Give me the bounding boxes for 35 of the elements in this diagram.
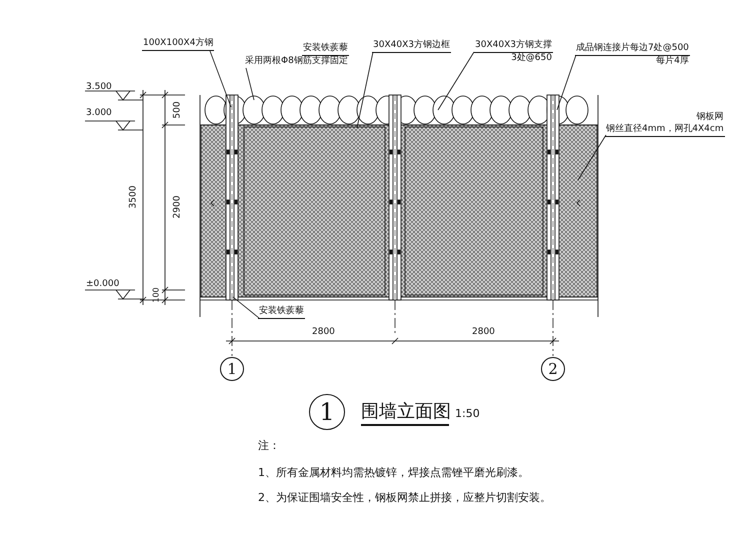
axis-bubble: 2 (541, 357, 565, 381)
callout-text: 30X40X3方钢边框 (372, 40, 451, 53)
level-value: ±0.000 (86, 279, 120, 290)
callout-text: 采用两根Φ8钢筋支撑固定 (244, 56, 349, 68)
level-value: 3.500 (86, 82, 112, 93)
leader-line (210, 50, 232, 108)
notes-heading: 注： (258, 439, 280, 453)
leader-line (232, 296, 260, 318)
callout-text: 安装铁蒺藜 (258, 306, 305, 319)
view-number-circle: 1 (309, 394, 345, 430)
callout-text: 钢板网 (696, 112, 725, 124)
callout-text: 100X100X4方钢 (142, 38, 214, 51)
drawing-title: 围墙立面图 (361, 401, 451, 423)
leader-line (556, 54, 576, 110)
dimension-text: 2800 (472, 327, 495, 338)
leader-line (246, 68, 254, 100)
level-value: 3.000 (86, 108, 112, 119)
callout-text: 成品钢连接片每边7处@500 (575, 43, 690, 56)
callout-text: 安装铁蒺藜 (302, 43, 349, 56)
dimension-text: 2900 (172, 196, 184, 218)
scale-text: 1:50 (455, 407, 480, 421)
leader-line (578, 134, 606, 180)
leader-line (438, 52, 474, 110)
note-text: 1、所有金属材料均需热镀锌，焊接点需锉平磨光刷漆。 (258, 466, 529, 480)
callout-text: 3处@650 (510, 53, 553, 65)
dimension-text: 2800 (312, 327, 335, 338)
dimension-text: 3500 (128, 186, 140, 208)
axis-bubble: 1 (220, 357, 244, 381)
dimension-text: 100 (150, 287, 162, 303)
leader-line (356, 52, 374, 128)
callout-text: 钢丝直径4mm，网孔4X4cm (605, 124, 725, 137)
note-text: 2、为保证围墙安全性，钢板网禁止拼接，应整片切割安装。 (258, 491, 551, 505)
callout-text: 30X40X3方钢支撑 (474, 40, 553, 53)
dimension-text: 500 (172, 101, 184, 119)
callout-text: 每片4厚 (655, 56, 690, 68)
